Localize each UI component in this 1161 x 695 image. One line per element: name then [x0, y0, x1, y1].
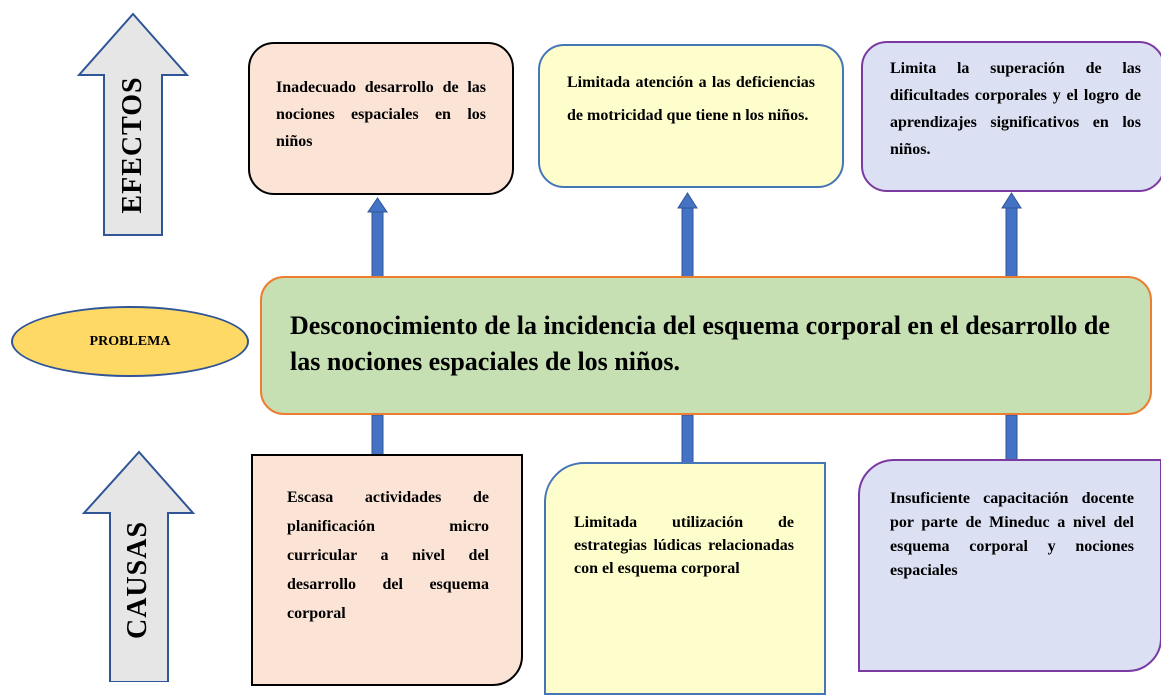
- causas-big-arrow: [81, 450, 196, 682]
- cause-box-1: Escasa actividades de planificación micr…: [251, 454, 523, 686]
- effect-box-1: Inadecuado desarrollo de las nociones es…: [248, 42, 514, 195]
- cause-text-3: Insuficiente capacitación docente por pa…: [890, 490, 1134, 579]
- problem-text: Desconocimiento de la incidencia del esq…: [290, 311, 1110, 376]
- efectos-big-arrow: [76, 12, 190, 236]
- cause-box-2: Limitada utilización de estrategias lúdi…: [544, 462, 826, 695]
- effect-box-2: Limitada atención a las deficiencias de …: [538, 44, 844, 188]
- cause-box-3: Insuficiente capacitación docente por pa…: [858, 459, 1161, 672]
- problem-oval-label: PROBLEMA: [89, 333, 171, 349]
- effect-text-3: Limita la superación de las dificultades…: [890, 60, 1141, 158]
- cause-text-1: Escasa actividades de planificación micr…: [287, 489, 489, 622]
- effect-text-2: Limitada atención a las deficiencias de …: [567, 74, 815, 124]
- connector-right: [1001, 192, 1022, 462]
- cause-text-2: Limitada utilización de estrategias lúdi…: [574, 514, 794, 577]
- efectos-label: EFECTOS: [117, 76, 148, 214]
- effect-text-1: Inadecuado desarrollo de las nociones es…: [276, 79, 486, 150]
- problem-oval: PROBLEMA: [11, 306, 249, 377]
- connector-center: [677, 192, 698, 465]
- causas-label: CAUSAS: [122, 520, 153, 640]
- problem-box: Desconocimiento de la incidencia del esq…: [260, 276, 1152, 415]
- effect-box-3: Limita la superación de las dificultades…: [861, 41, 1161, 192]
